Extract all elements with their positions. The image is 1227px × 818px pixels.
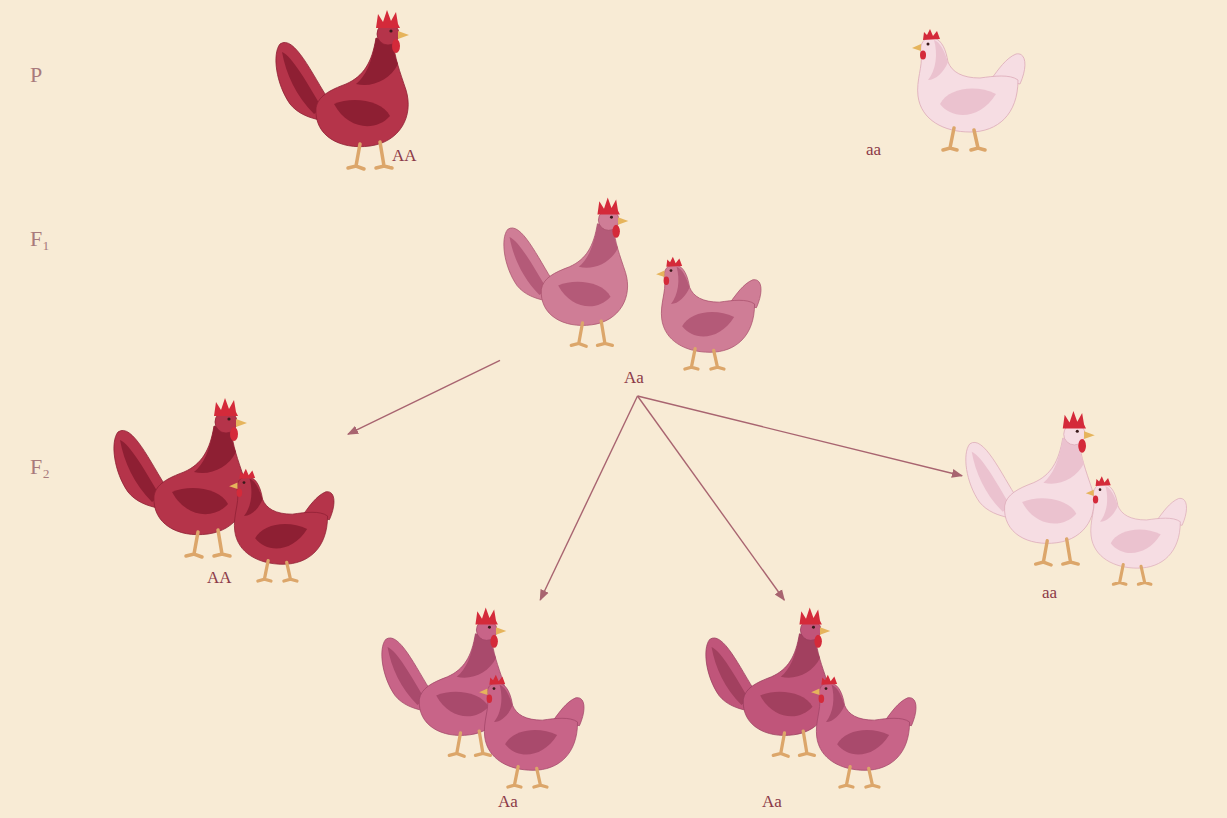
rooster-red (114, 398, 247, 557)
cross-arrow (540, 396, 637, 600)
genotype-label: Aa (622, 368, 646, 388)
chicken-pair: aa (900, 15, 1040, 162)
hen-white (912, 29, 1025, 150)
chicken-pair: AA (110, 392, 348, 592)
cross-arrow (348, 360, 500, 434)
generation-label: P (30, 62, 42, 88)
generation-label: F₁ (30, 226, 50, 252)
chicken-pair: Aa (378, 600, 600, 815)
genotype-label: aa (1040, 583, 1059, 603)
rooster-pink (504, 198, 628, 347)
genotype-label: AA (390, 146, 419, 166)
chicken-pair: Aa (702, 600, 930, 815)
rooster-white (966, 411, 1095, 565)
hen-pink (479, 675, 584, 787)
genotype-label: aa (864, 140, 883, 160)
cross-arrow (638, 396, 785, 600)
chicken-pair: aa (962, 405, 1200, 605)
rooster-pink (706, 608, 830, 757)
hen-white (1086, 476, 1187, 584)
hen-pink (656, 257, 761, 369)
hen-pink (811, 675, 916, 787)
chicken-pair: Aa (500, 192, 775, 395)
genotype-label: Aa (496, 792, 520, 812)
chicken-pair: AA (272, 4, 432, 174)
genotype-label: Aa (760, 792, 784, 812)
hen-red (229, 469, 334, 581)
genotype-label: AA (205, 568, 234, 588)
generation-label: F₂ (30, 454, 50, 480)
